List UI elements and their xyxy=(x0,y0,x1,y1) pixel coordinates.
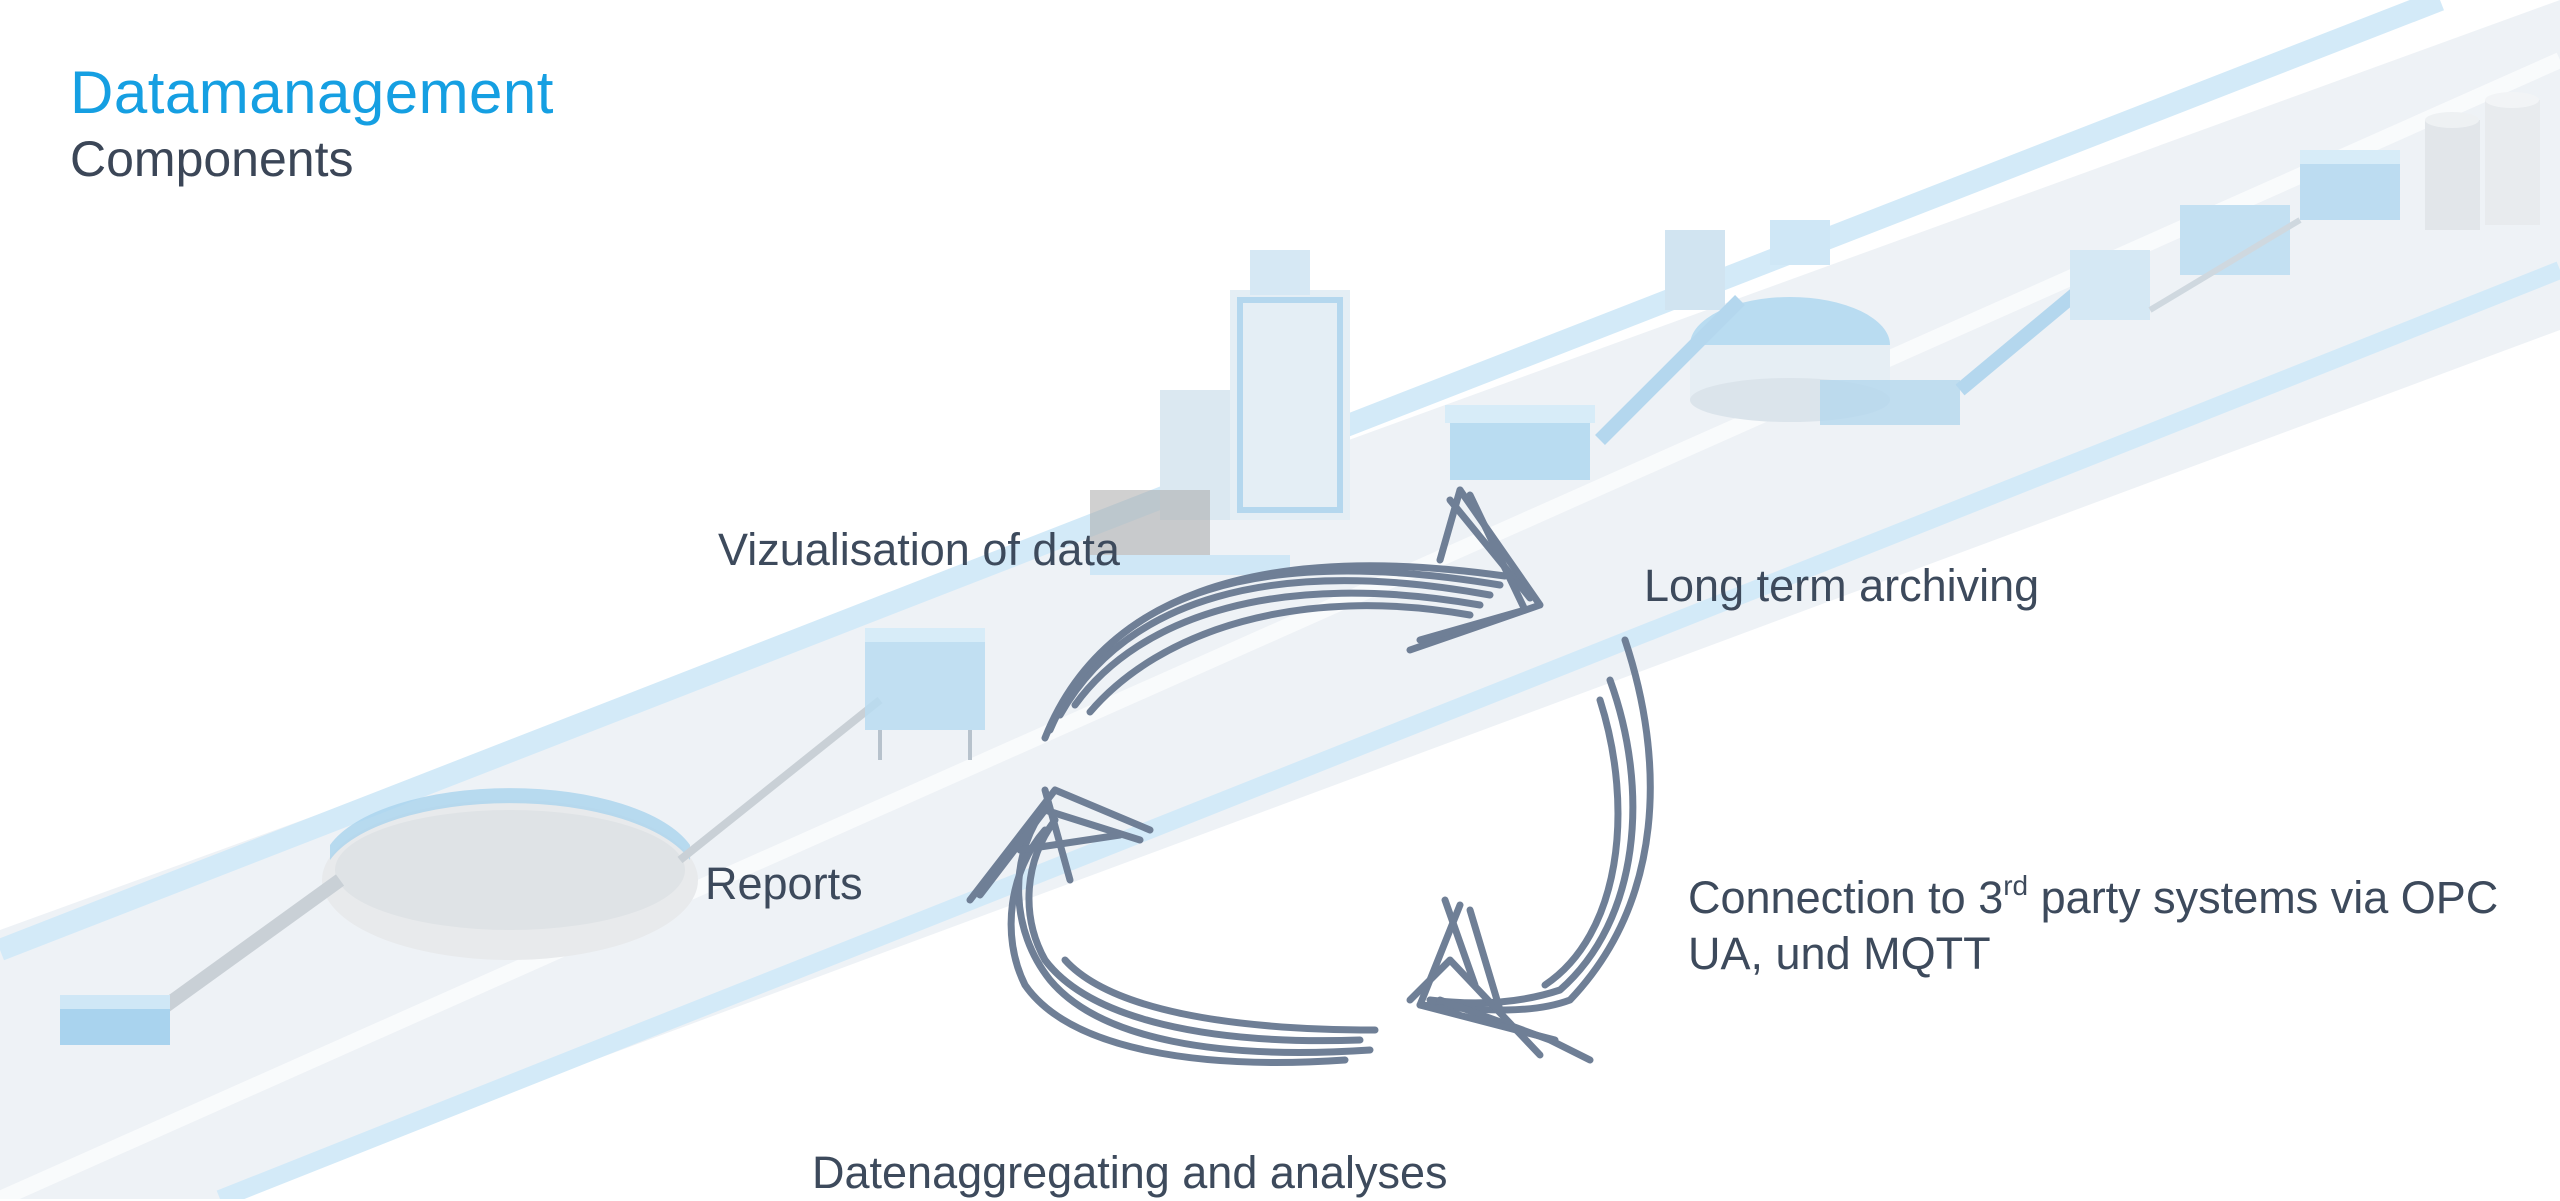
label-reports: Reports xyxy=(705,858,863,909)
clinker-silo xyxy=(1595,220,2085,445)
label-archiving: Long term archiving xyxy=(1644,560,2040,611)
band-edge-bottom xyxy=(216,261,2560,1199)
cement-mill-units xyxy=(2070,150,2400,320)
cement-silos xyxy=(2425,92,2540,230)
crusher-unit xyxy=(60,995,170,1045)
cycle-arrows xyxy=(966,486,1654,1066)
mill-building xyxy=(865,628,985,760)
page-subtitle: Components xyxy=(70,131,354,187)
label-visualisation: Vizualisation of data xyxy=(718,524,1120,575)
arrow-top xyxy=(1041,486,1544,742)
label-connection-suffix: party systems via OPC UA, und MQTT xyxy=(1688,872,2499,980)
raw-material-store xyxy=(155,696,883,1016)
preheater-tower xyxy=(1090,250,1350,575)
header-fade xyxy=(0,0,1200,220)
cooler-unit xyxy=(1445,405,1595,480)
arrow-right xyxy=(1406,636,1654,1064)
label-connection: Connection to 3rd party systems via OPC … xyxy=(1688,870,2508,983)
arrow-left xyxy=(966,786,1379,1066)
label-connection-prefix: Connection to 3 xyxy=(1688,872,2004,923)
label-connection-superscript: rd xyxy=(2003,870,2029,901)
label-aggregation: Datenaggregating and analyses xyxy=(812,1147,1448,1198)
band-center-line xyxy=(0,52,2560,1199)
page-title: Datamanagement xyxy=(70,59,554,126)
